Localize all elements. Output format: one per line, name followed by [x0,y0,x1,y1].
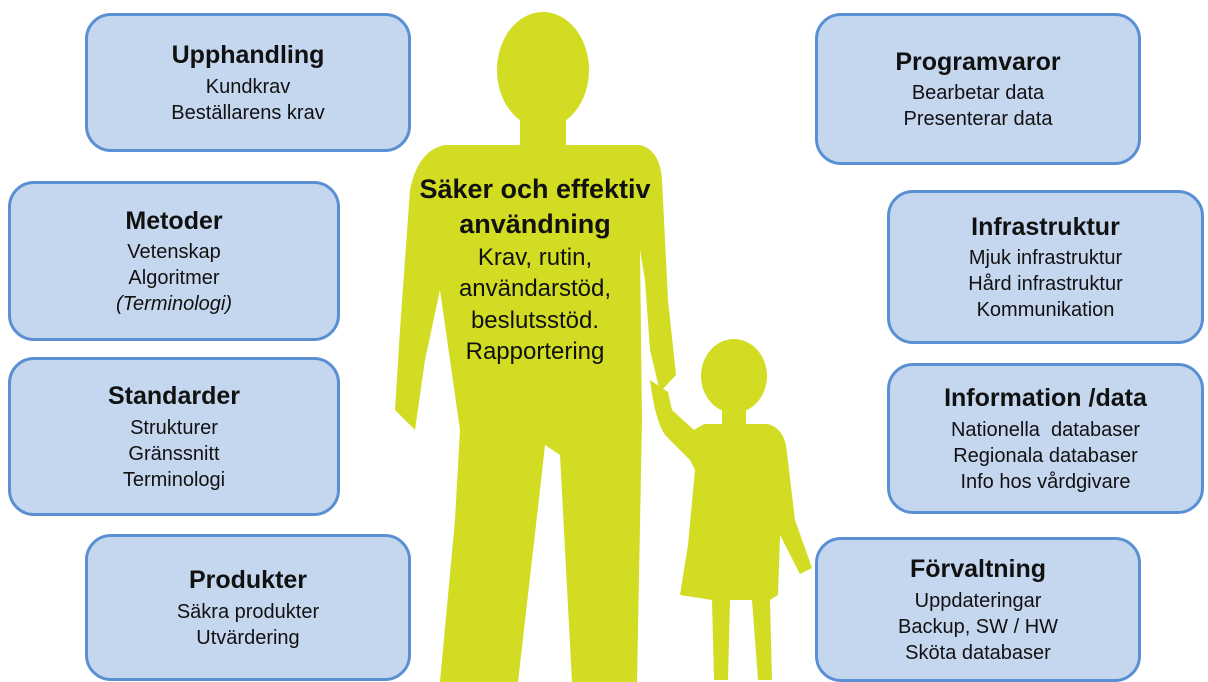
box-line: Nationella databaser [950,418,1140,441]
box-produkter: Produkter Säkra produkter Utvärdering [85,534,411,681]
box-infrastruktur: Infrastruktur Mjuk infrastruktur Hård in… [887,190,1204,344]
box-line: Säkra produkter [176,600,320,623]
box-line: Utvärdering [196,626,300,649]
box-line: Gränssnitt [128,442,220,465]
box-line: Sköta databaser [905,641,1051,664]
box-line: Algoritmer [128,267,220,290]
box-line: Strukturer [130,416,218,439]
box-title: Metoder [125,206,223,235]
box-line: Info hos vårdgivare [960,470,1131,493]
box-metoder: Metoder Vetenskap Algoritmer (Terminolog… [8,181,340,341]
center-line: användarstöd, [458,275,612,303]
box-line: Presenterar data [903,108,1053,131]
box-line: Kundkrav [205,75,291,98]
box-line: Backup, SW / HW [897,615,1059,638]
adult-silhouette [395,12,676,682]
box-title: Infrastruktur [971,212,1120,241]
box-line: Uppdateringar [914,589,1042,612]
box-title: Programvaror [895,47,1061,76]
box-line: Terminologi [122,468,226,491]
box-title: Information /data [944,384,1147,413]
box-forvaltning: Förvaltning Uppdateringar Backup, SW / H… [815,537,1141,682]
box-line: Mjuk infrastruktur [968,247,1123,270]
box-line: Vetenskap [127,241,221,264]
box-standarder: Standarder Strukturer Gränssnitt Termino… [8,357,340,516]
box-title: Upphandling [171,41,325,70]
center-line: Krav, rutin, [477,244,593,272]
box-title: Förvaltning [909,555,1047,584]
center-title-line2: användning [459,209,611,240]
box-information-data: Information /data Nationella databaser R… [887,363,1204,514]
box-title: Standarder [108,382,240,411]
box-upphandling: Upphandling Kundkrav Beställarens krav [85,13,411,152]
box-programvaror: Programvaror Bearbetar data Presenterar … [815,13,1141,165]
box-line: Beställarens krav [171,101,325,124]
box-line: Bearbetar data [911,82,1045,105]
center-label: Säker och effektiv användning Krav, ruti… [410,172,660,367]
child-silhouette [650,339,812,680]
box-line: (Terminologi) [116,293,232,316]
box-title: Produkter [188,566,308,595]
center-line: Rapportering [465,337,605,365]
box-line: Kommunikation [976,299,1115,322]
center-line: beslutsstöd. [470,306,600,334]
box-line: Regionala databaser [953,444,1138,467]
box-line: Hård infrastruktur [968,273,1123,296]
center-title-line1: Säker och effektiv [419,174,651,204]
